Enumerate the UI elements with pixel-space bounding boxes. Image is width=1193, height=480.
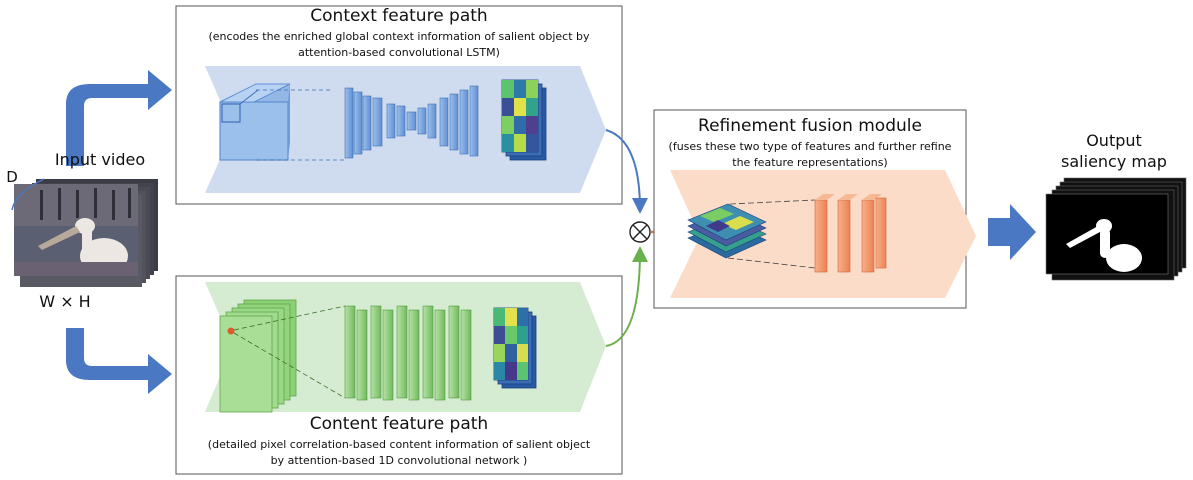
arrow-to-output [988, 204, 1036, 260]
context-to-fusion-arrow [605, 129, 648, 214]
content-conv-layers [344, 305, 472, 401]
context-path-desc-line2: attention-based convolutional LSTM) [298, 46, 500, 59]
content-path-title: Content feature path [309, 414, 489, 434]
content-input-frames [219, 299, 346, 413]
depth-label: D [6, 168, 18, 186]
context-encoder-decoder-layers [344, 85, 479, 159]
refinement-desc-line2: the feature representations) [732, 156, 888, 169]
fusion-multiply-operator [629, 221, 651, 243]
content-to-fusion-arrow [605, 246, 648, 347]
context-input-cube [219, 83, 345, 161]
arrow-to-context-path [66, 70, 172, 166]
content-feature-maps [493, 307, 537, 389]
output-saliency-map-stack [1045, 177, 1187, 281]
context-feature-maps [501, 79, 547, 161]
context-path-title: Context feature path [310, 6, 488, 26]
depth-brace [11, 178, 45, 211]
fused-feature-stack [687, 199, 816, 269]
output-label-line2: saliency map [1061, 152, 1167, 171]
frame-size-label: W × H [39, 292, 91, 311]
content-path-desc-line1: (detailed pixel correlation-based conten… [207, 438, 591, 451]
context-path-desc-line1: (encodes the enriched global context inf… [208, 30, 590, 43]
refinement-module-title: Refinement fusion module [698, 116, 922, 136]
refinement-desc-line1: (fuses these two type of features and fu… [668, 140, 952, 153]
input-video-frames [14, 179, 158, 287]
input-video-label: Input video [54, 150, 146, 169]
refinement-conv-layers [814, 194, 887, 273]
output-label-line1: Output [1086, 131, 1142, 150]
content-path-desc-line2: by attention-based 1D convolutional netw… [270, 454, 528, 467]
arrow-to-content-path [66, 328, 172, 394]
